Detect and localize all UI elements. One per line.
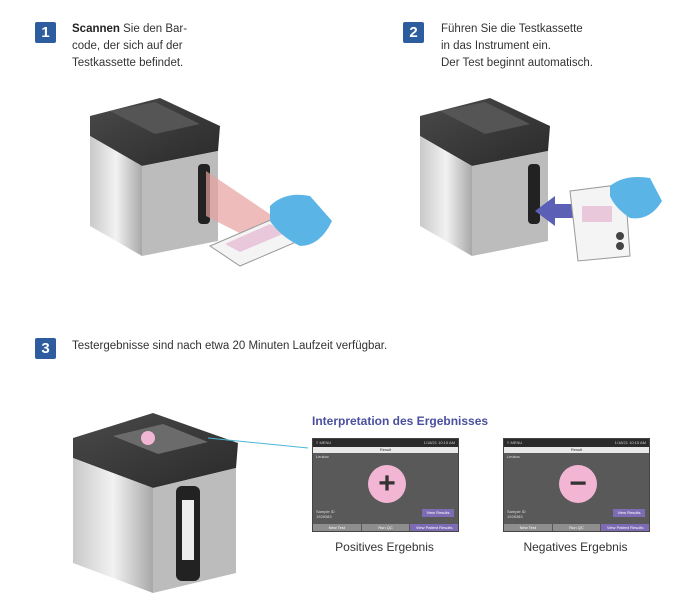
time-label: 1/18/21 10:15 AM	[423, 440, 455, 445]
sample-value: 1928383	[507, 514, 523, 519]
device-scan-illustration	[90, 98, 332, 267]
step-2-text: Führen Sie die Testkassette in das Instr…	[441, 21, 593, 72]
positive-screen: ≡ MENU 1/18/21 10:15 AM Result Leukoc + …	[312, 438, 459, 532]
new-test-button[interactable]: New Test	[313, 524, 361, 531]
step-2-badge: 2	[403, 22, 424, 43]
step-3-badge: 3	[35, 338, 56, 359]
status-label: Leukoc	[507, 454, 520, 459]
menu-label[interactable]: ≡ MENU	[316, 440, 332, 445]
interpretation-title: Interpretation des Ergebnisses	[312, 414, 489, 428]
step-1-line1: Sie den Bar-	[119, 23, 188, 35]
insert-arrow-icon	[535, 196, 575, 226]
sample-value: 1928383	[316, 514, 332, 519]
minus-symbol: −	[569, 467, 587, 500]
minus-icon: −	[559, 465, 597, 503]
step-1-text: Scannen Sie den Bar- code, der sich auf …	[72, 21, 187, 72]
step-1-line2: code, der sich auf der	[72, 40, 183, 52]
view-results-button[interactable]: View Results	[422, 509, 454, 517]
sample-label: Sample ID	[507, 509, 526, 514]
step-2-line3: Der Test beginnt automatisch.	[441, 57, 593, 69]
device-insert-illustration	[420, 98, 662, 262]
step-2-line2: in das Instrument ein.	[441, 40, 551, 52]
view-results-button[interactable]: View Results	[613, 509, 645, 517]
callout-line	[207, 437, 309, 449]
view-patient-results-button[interactable]: View Patient Results	[410, 524, 459, 531]
step-1-badge: 1	[35, 22, 56, 43]
device-result-illustration	[73, 413, 309, 593]
screen-topbar: ≡ MENU 1/18/21 10:15 AM	[504, 439, 649, 447]
menu-label[interactable]: ≡ MENU	[507, 440, 523, 445]
negative-caption: Negatives Ergebnis	[523, 540, 628, 554]
glove-hand-icon	[270, 194, 332, 246]
screen-header: Result	[313, 447, 458, 453]
device-icon	[90, 98, 220, 256]
negative-screen: ≡ MENU 1/18/21 10:15 AM Result Leukoc − …	[503, 438, 650, 532]
time-label: 1/18/21 10:15 AM	[614, 440, 646, 445]
step-2-line1: Führen Sie die Testkassette	[441, 23, 583, 35]
screen-header: Result	[504, 447, 649, 453]
status-label: Leukoc	[316, 454, 329, 459]
run-qc-button[interactable]: Run QC	[361, 524, 410, 531]
step-1-bold: Scannen	[72, 23, 120, 35]
positive-caption: Positives Ergebnis	[335, 540, 434, 554]
plus-symbol: +	[378, 467, 396, 500]
step-1-line3: Testkassette befindet.	[72, 57, 184, 69]
device-icon	[420, 98, 550, 256]
plus-icon: +	[368, 465, 406, 503]
glove-hand-icon	[610, 177, 662, 219]
run-qc-button[interactable]: Run QC	[552, 524, 601, 531]
sample-label: Sample ID	[316, 509, 335, 514]
step-3-line1: Testergebnisse sind nach etwa 20 Minuten…	[72, 340, 388, 352]
new-test-button[interactable]: New Test	[504, 524, 552, 531]
device-icon	[73, 413, 238, 593]
step-3-text: Testergebnisse sind nach etwa 20 Minuten…	[72, 338, 387, 355]
screen-topbar: ≡ MENU 1/18/21 10:15 AM	[313, 439, 458, 447]
view-patient-results-button[interactable]: View Patient Results	[601, 524, 650, 531]
